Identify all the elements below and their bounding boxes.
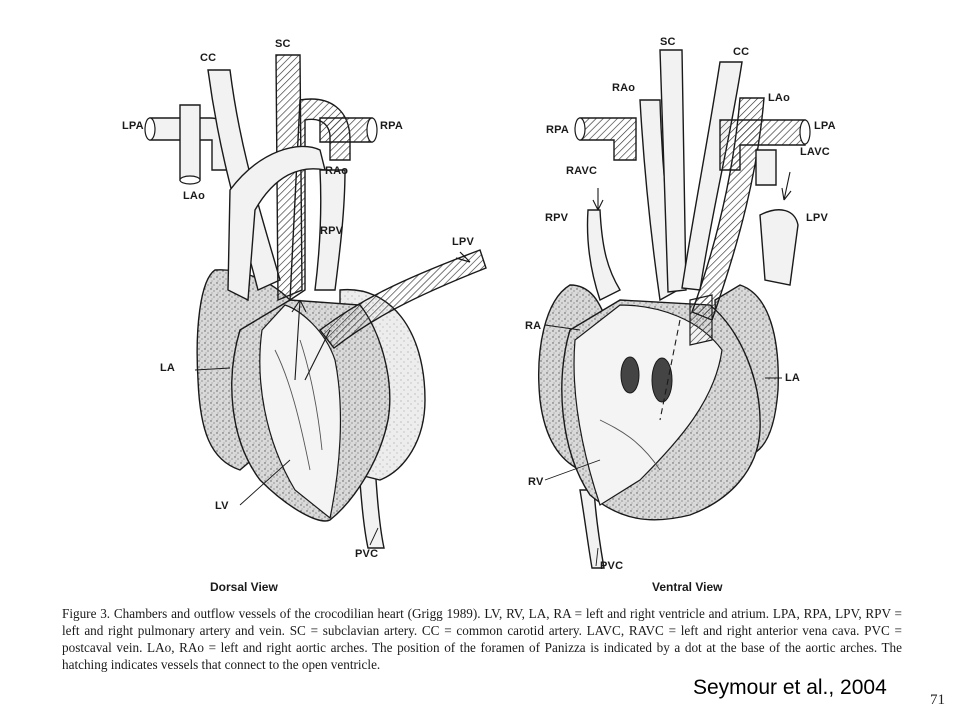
ventral-sc-vessel: [659, 49, 687, 293]
dorsal-lpv-vessel: [319, 249, 487, 349]
ventral-label-rv: RV: [528, 476, 544, 488]
dorsal-label-rpa: RPA: [380, 120, 404, 132]
ventral-ventricle-cavity: [573, 304, 723, 506]
ventral-label-ravc: RAVC: [566, 165, 598, 177]
dorsal-lao-vessel: [179, 104, 201, 181]
heart-figure: CC SC LPA RPA LAo RAo RPV LPV LA LV PVC …: [122, 36, 836, 594]
ventral-label-sc: SC: [660, 36, 676, 48]
ventral-label-lpa: LPA: [814, 120, 836, 132]
ventral-label-lao: LAo: [768, 92, 790, 104]
dorsal-label-pvc: PVC: [355, 548, 379, 560]
dorsal-ventricle-cavity: [259, 304, 342, 520]
dorsal-rpa-vessel: [319, 117, 373, 143]
ventral-label-cc: CC: [733, 46, 750, 58]
dorsal-label-lpa: LPA: [122, 120, 144, 132]
page-number: 71: [930, 692, 945, 708]
ventral-label-lpv: LPV: [806, 212, 828, 224]
ventral-label-la: LA: [785, 372, 801, 384]
ventral-rpv-vessel: [586, 209, 621, 301]
dorsal-label-sc: SC: [275, 38, 291, 50]
ventral-label-ra: RA: [525, 320, 542, 332]
dorsal-label-lv: LV: [215, 500, 229, 512]
dorsal-view-title: Dorsal View: [210, 580, 278, 594]
dorsal-label-lpv: LPV: [452, 236, 474, 248]
dorsal-label-cc: CC: [200, 52, 217, 64]
ventral-label-pvc: PVC: [600, 560, 624, 572]
ventral-label-rpv: RPV: [545, 212, 569, 224]
ventral-lavc-vessel: [755, 149, 777, 186]
ventral-outflow: [689, 294, 713, 346]
ventral-label-rpa: RPA: [546, 124, 570, 136]
dorsal-heart: [144, 54, 487, 549]
ventral-label-lavc: LAVC: [800, 146, 830, 158]
ventral-rpa-vessel: [579, 117, 637, 161]
ventral-lpv-vessel: [759, 209, 799, 286]
dorsal-label-rao: RAo: [325, 165, 349, 177]
dorsal-label-la: LA: [160, 362, 176, 374]
ventral-label-rao: RAo: [612, 82, 636, 94]
dorsal-label-lao: LAo: [183, 190, 205, 202]
dorsal-label-rpv: RPV: [320, 225, 344, 237]
citation-credit: Seymour et al., 2004: [693, 676, 887, 699]
ventral-view-title: Ventral View: [652, 580, 723, 594]
dorsal-rao-vessel: [314, 169, 346, 291]
ventral-heart: [538, 49, 811, 569]
heart-illustration: [144, 49, 811, 569]
figure-caption: Figure 3. Chambers and outflow vessels o…: [62, 606, 902, 672]
